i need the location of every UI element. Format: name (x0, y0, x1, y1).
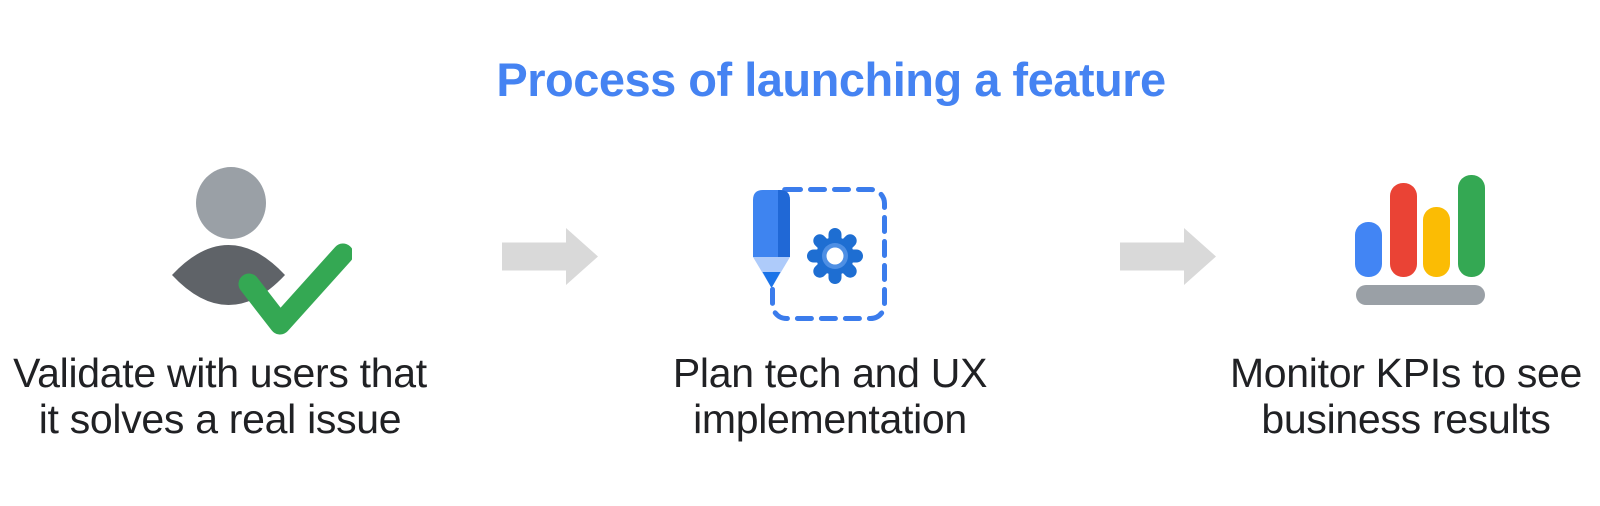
label-line: Monitor KPIs to see (1229, 350, 1583, 396)
bar-chart-icon (1355, 175, 1485, 305)
bar-red (1390, 183, 1417, 277)
user-check-icon (172, 167, 352, 335)
label-line: business results (1261, 396, 1551, 442)
bar-blue (1355, 222, 1382, 277)
checkmark-icon (238, 243, 352, 335)
label-line: Validate with users that (13, 350, 427, 396)
gear-icon (807, 228, 863, 284)
chart-baseline (1356, 285, 1485, 305)
pencil-point (762, 272, 781, 288)
pencil-body-shade (778, 190, 790, 257)
step-label-plan: Plan tech and UX implementation (610, 350, 1050, 442)
right-arrow-icon (502, 228, 598, 285)
label-line: it solves a real issue (38, 396, 402, 442)
person-head (196, 167, 266, 239)
pencil-gear-icon (753, 187, 887, 321)
label-line: implementation (693, 396, 967, 442)
label-line: Plan tech and UX (672, 350, 988, 396)
diagram-title: Process of launching a feature (496, 53, 1166, 106)
step-label-validate: Validate with users that it solves a rea… (0, 350, 440, 442)
bar-yellow (1423, 207, 1450, 277)
right-arrow-icon (1120, 228, 1216, 285)
step-label-monitor: Monitor KPIs to see business results (1186, 350, 1600, 442)
bar-green (1458, 175, 1485, 277)
